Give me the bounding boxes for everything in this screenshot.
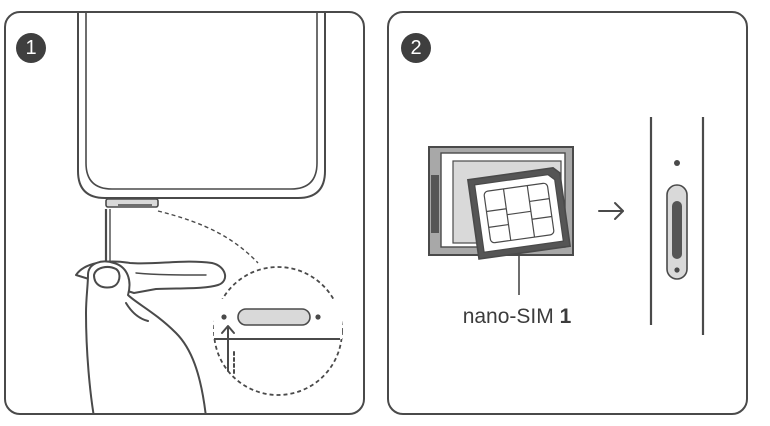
eject-tray-illustration <box>75 13 343 413</box>
phone-screen-edge <box>85 13 318 190</box>
step-1-badge: 1 <box>16 33 46 63</box>
phone-side-slot-icon <box>649 117 705 335</box>
zoom-circle-icon <box>213 266 343 396</box>
nano-sim-card-icon <box>466 166 572 260</box>
step-1-panel: 1 <box>4 11 365 415</box>
zoomed-sim-slot <box>237 308 311 326</box>
up-arrow-icon <box>221 325 235 374</box>
nano-sim-label: nano-SIM 1 <box>463 305 572 328</box>
step-2-badge: 2 <box>401 33 431 63</box>
eject-pin-icon <box>104 209 111 268</box>
step-2-panel: 2 <box>387 11 748 415</box>
insert-sim-illustration: nano-SIM 1 <box>428 117 705 335</box>
zoom-leader-line <box>157 210 259 264</box>
sim-slot <box>105 198 159 208</box>
right-arrow-icon <box>598 202 624 220</box>
eject-hole <box>221 314 227 320</box>
hand-icon <box>75 260 227 413</box>
phone-outline <box>77 13 326 199</box>
